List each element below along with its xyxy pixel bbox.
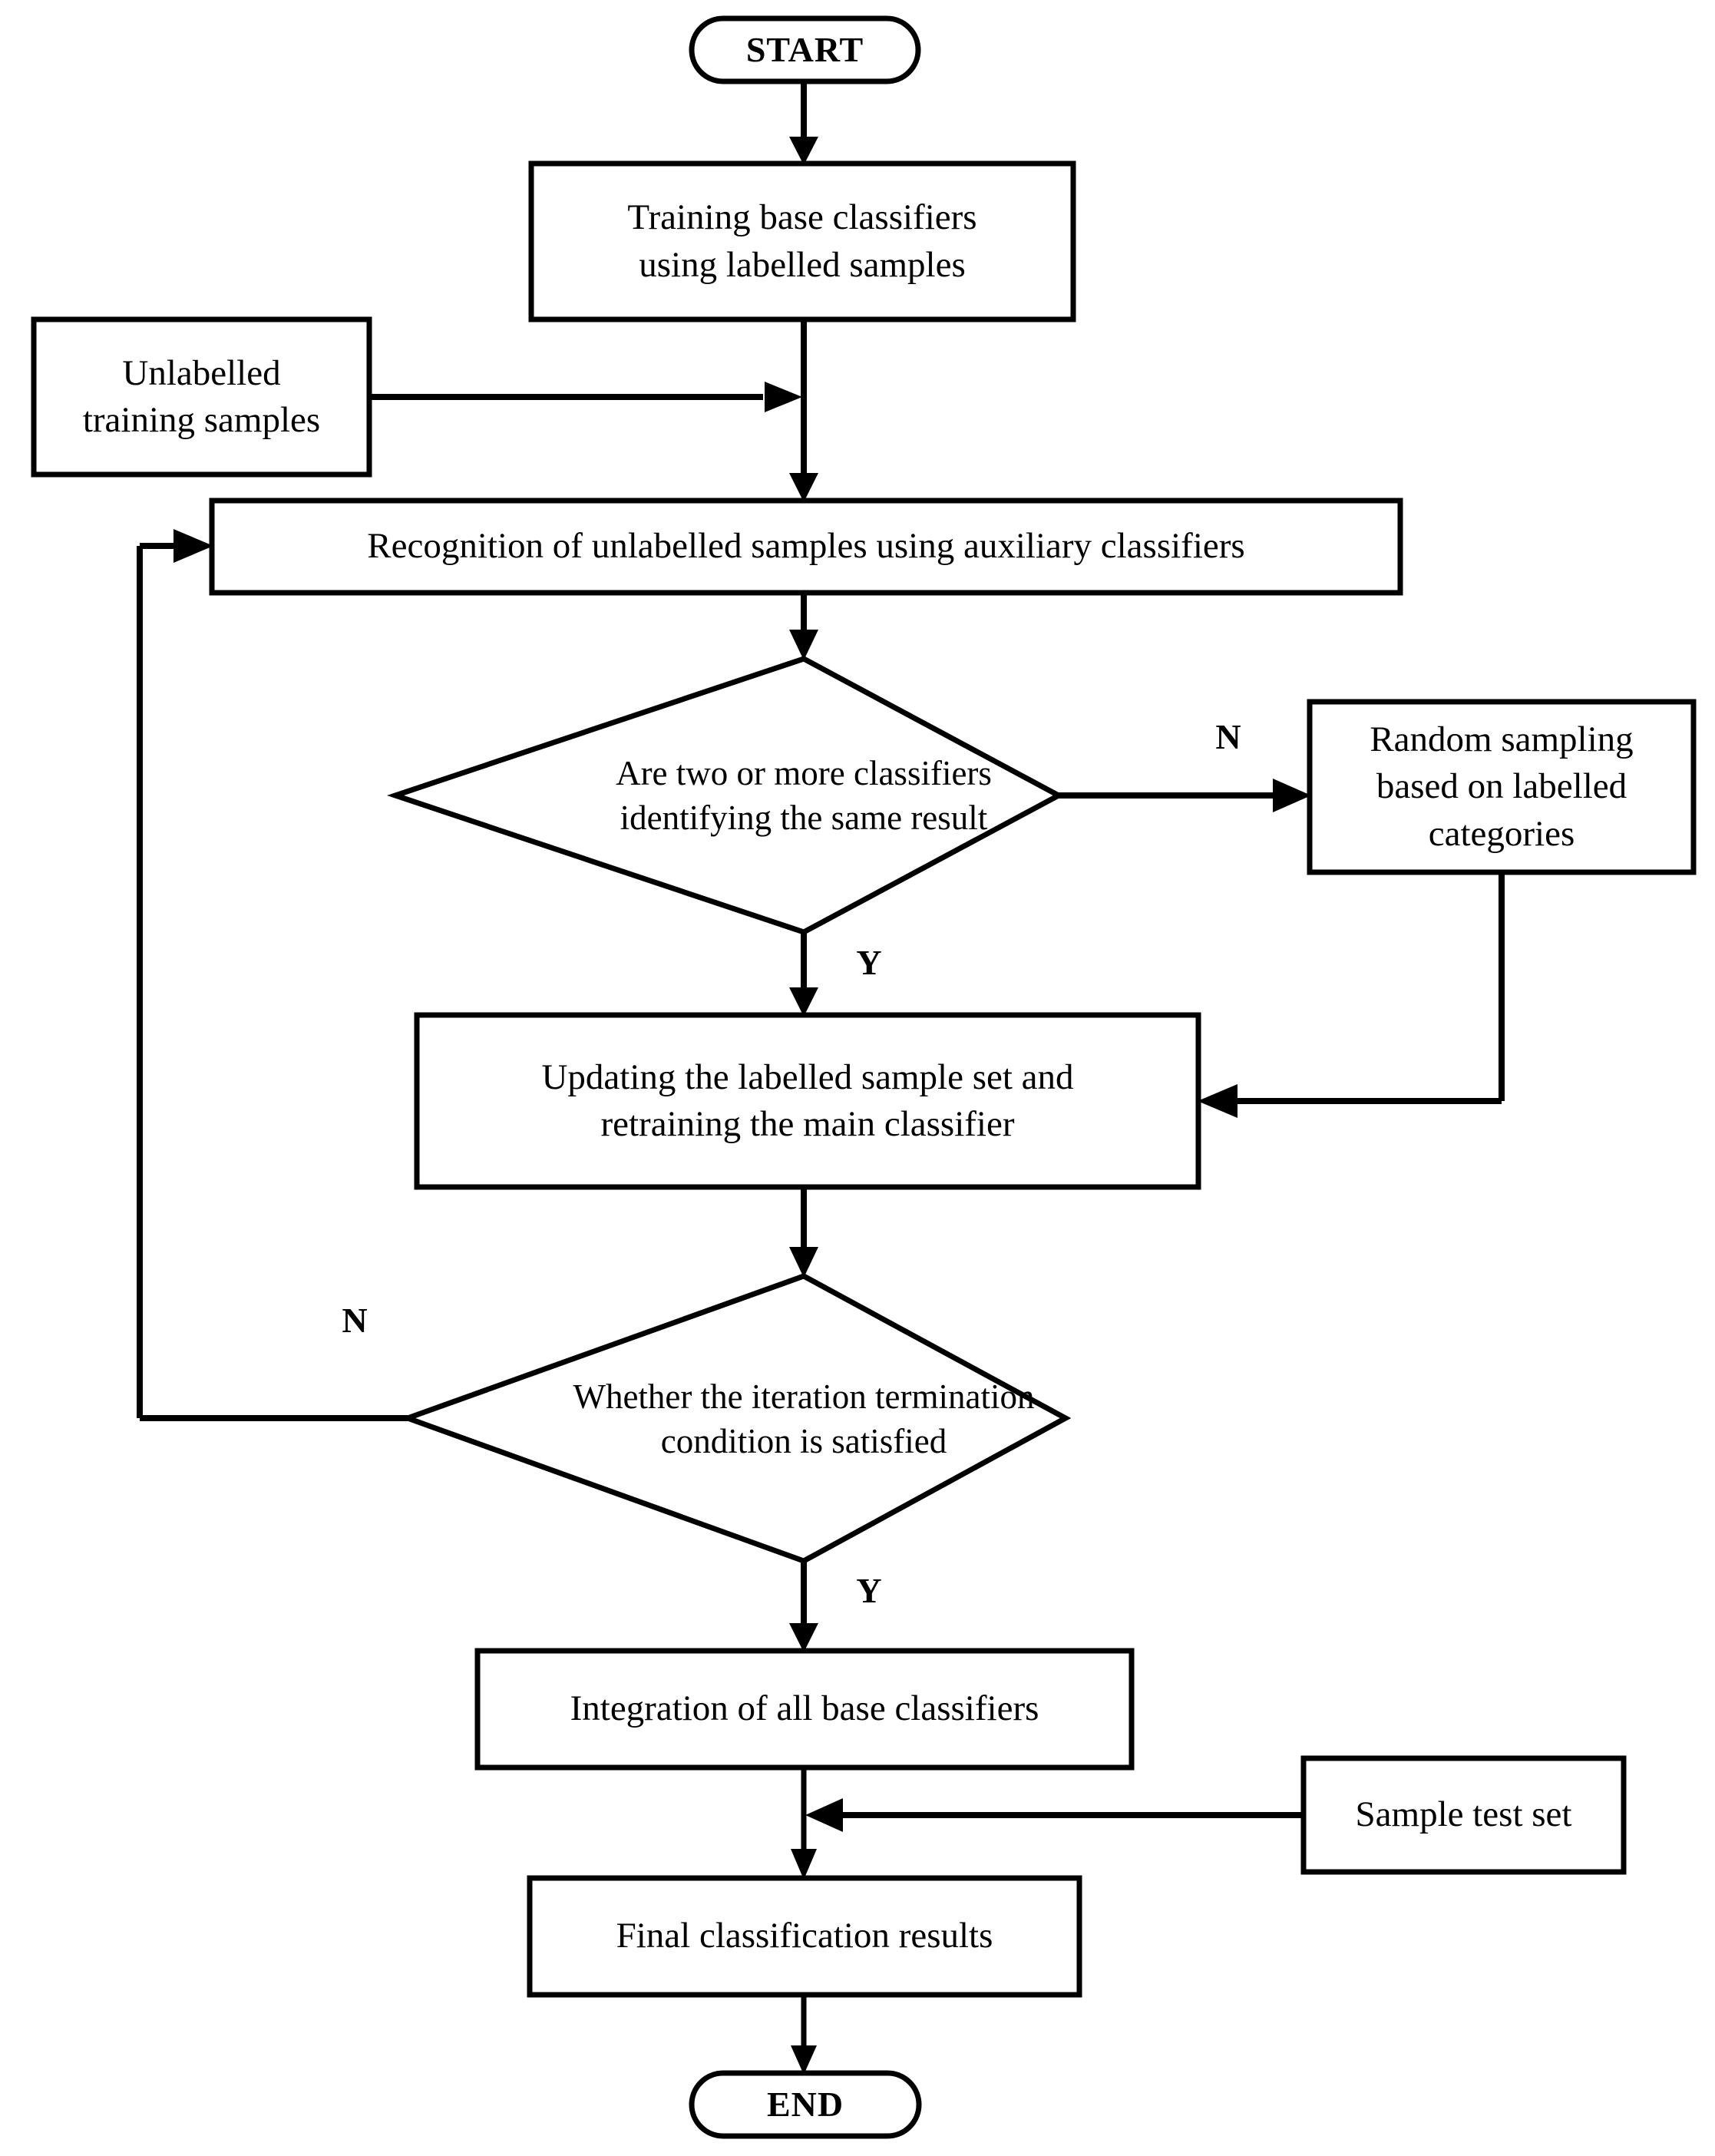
node-updating-shape[interactable] <box>414 1012 1201 1190</box>
edge-decision-agree-no <box>1059 779 1311 812</box>
edge-random-sampling-to-updating <box>1198 872 1505 1118</box>
edge-decision-agree-yes <box>789 932 818 1017</box>
edge-decision-iteration-no-loop <box>137 529 408 1421</box>
node-random-sampling-shape[interactable] <box>1307 699 1697 875</box>
node-unlabelled-shape[interactable] <box>31 316 372 478</box>
node-final-results-shape[interactable] <box>527 1875 1082 1998</box>
node-decision-agree-shape[interactable] <box>386 656 1065 935</box>
node-integration-shape[interactable] <box>474 1648 1135 1771</box>
node-decision-iteration-shape[interactable] <box>399 1273 1072 1564</box>
edge-training-to-recognition <box>789 319 818 502</box>
edge-start-to-training <box>789 81 818 165</box>
edge-decision-iteration-yes <box>789 1561 818 1652</box>
edge-unlabelled-to-trunk <box>369 382 802 412</box>
edge-final-results-to-end <box>791 1995 817 2075</box>
node-recognition-shape[interactable] <box>209 498 1403 596</box>
edge-sample-test-to-trunk <box>805 1798 1304 1832</box>
edge-integration-to-final-results <box>791 1767 817 1880</box>
node-start-shape[interactable] <box>689 15 921 84</box>
edge-updating-to-decision-iteration <box>789 1187 818 1278</box>
node-sample-test-shape[interactable] <box>1300 1755 1627 1875</box>
node-end-shape[interactable] <box>689 2070 922 2139</box>
node-training-shape[interactable] <box>528 160 1076 322</box>
edge-recognition-to-decision-agree <box>789 593 818 660</box>
